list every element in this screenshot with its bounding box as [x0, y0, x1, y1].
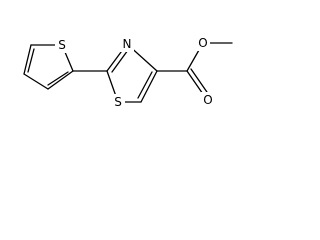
bond-thiophene-c4-c5 — [23, 44, 32, 75]
bond-thiophene-c2-c3-double — [47, 71, 69, 86]
atom-label-thiophene-s: S — [58, 38, 66, 52]
atom-label-carbonyl-o: O — [203, 93, 212, 107]
molecule-structure: S N S O O — [23, 35, 233, 110]
bond-thiophene-c3-c4 — [23, 73, 49, 90]
atom-carbonyl-o: O — [201, 92, 215, 108]
atom-ester-o: O — [196, 35, 210, 51]
bond-thiophene-c2-c3 — [47, 70, 74, 90]
atom-label-thiazole-s: S — [114, 95, 122, 109]
bond-carbonyl-c-o-double — [190, 68, 210, 96]
bond-thiophene-c4-c5-double — [27, 48, 35, 73]
bond-thiazole-c2-n-double — [111, 49, 129, 73]
ester-group — [156, 42, 233, 98]
bond-thiazole-c4-c5-double — [137, 71, 153, 99]
bond-thiazole-c4-c5 — [140, 70, 158, 103]
atom-thiazole-s: S — [111, 94, 125, 110]
thiophene-ring — [23, 44, 74, 90]
atom-thiophene-s: S — [55, 37, 69, 53]
atom-label-thiazole-n: N — [123, 37, 132, 51]
thiazole-ring — [106, 43, 158, 103]
atom-label-ester-o: O — [198, 36, 207, 50]
atom-thiazole-n: N — [120, 36, 134, 52]
